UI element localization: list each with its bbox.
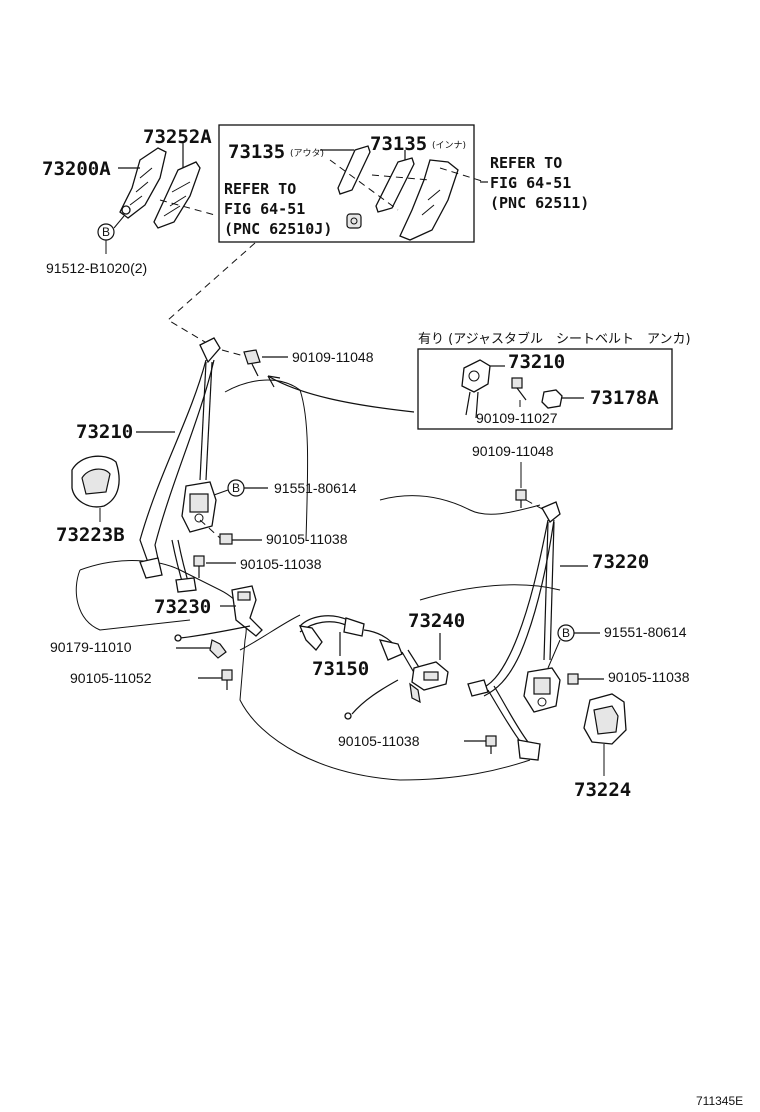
refer-left-line3: (PNC 62510J): [224, 220, 332, 238]
svg-text:B: B: [102, 225, 110, 239]
label-73135-inner: 73135: [370, 133, 427, 155]
seat-cushion-outline: [75, 560, 561, 781]
label-90105-b: 90105-11038: [240, 556, 322, 572]
label-90105-c: 90105-11038: [338, 733, 420, 749]
label-90105-a: 90105-11038: [266, 531, 348, 547]
part-73150-belt: [298, 615, 401, 653]
retractor-right: [523, 667, 561, 713]
part-73135-inner: [375, 150, 415, 213]
refer-left-line2: FIG 64-51: [224, 200, 305, 218]
svg-text:B: B: [562, 626, 570, 640]
refer-right-line1: REFER TO: [490, 154, 562, 172]
seat-back-outline: [224, 379, 541, 541]
label-73224: 73224: [574, 779, 631, 801]
part-73230-buckle: [231, 585, 263, 637]
label-90105-11052: 90105-11052: [70, 670, 152, 686]
label-73135-inner-sub: (インナ): [432, 140, 466, 151]
bolt-90109-right: [515, 489, 527, 508]
b-mark-91551-right: B: [557, 624, 575, 642]
part-73224-cover: [583, 693, 627, 745]
label-73135-outer: 73135: [228, 141, 285, 163]
part-73252A-cover: [153, 161, 201, 229]
refer-left-line1: REFER TO: [224, 180, 296, 198]
refer-right-line2: FIG 64-51: [490, 174, 571, 192]
label-73150: 73150: [312, 658, 369, 680]
nut-icon: [346, 213, 362, 229]
trim-panel: [399, 159, 459, 241]
part-73240-buckle: [344, 639, 449, 720]
part-73223B-cover: [71, 455, 120, 508]
bolt-90109-top: [243, 349, 261, 377]
label-91551-right: 91551-80614: [604, 624, 687, 640]
bolt-90105-11052: [221, 669, 233, 690]
part-73135-outer: [320, 145, 371, 195]
part-73210-belt-left: [139, 337, 221, 593]
diagram-code: 711345E: [696, 1094, 743, 1108]
svg-text:B: B: [232, 481, 240, 495]
label-90105-d: 90105-11038: [608, 669, 690, 685]
wire-90179: [174, 625, 251, 659]
label-91551-left: 91551-80614: [274, 480, 357, 496]
option-title: 有り (アジャスタブル シートベルト アンカ): [418, 331, 691, 347]
label-90179: 90179-11010: [50, 639, 132, 655]
label-90109-right: 90109-11048: [472, 443, 554, 459]
label-73252A: 73252A: [143, 126, 212, 148]
refer-right-line3: (PNC 62511): [490, 194, 589, 212]
option-box: [417, 348, 673, 430]
part-73200A-bracket: [119, 147, 167, 219]
label-73200A: 73200A: [42, 158, 111, 180]
label-73223B: 73223B: [56, 524, 125, 546]
b-mark-91512: B: [97, 223, 115, 241]
label-91512: 91512-B1020(2): [46, 260, 147, 276]
label-73210-option: 73210: [508, 351, 565, 373]
label-90109-top: 90109-11048: [292, 349, 374, 365]
bolt-90105-c: [485, 735, 497, 754]
label-90109-11027: 90109-11027: [476, 410, 558, 426]
bolt-90105-a: [219, 533, 262, 545]
retractor-left: [181, 481, 217, 533]
label-73210-left: 73210: [76, 421, 133, 443]
bolt-90105-b: [193, 555, 236, 578]
bolt-90105-d: [567, 673, 604, 685]
reference-box-top: [218, 124, 475, 243]
label-73240: 73240: [408, 610, 465, 632]
bolt-icon: [511, 377, 527, 401]
label-73135-outer-sub: (アウタ): [290, 148, 324, 159]
label-73220: 73220: [592, 551, 649, 573]
part-73210-adjuster: [461, 359, 491, 419]
label-73230: 73230: [154, 596, 211, 618]
part-73178A-cap: [541, 389, 563, 409]
b-mark-91551-left: B: [227, 479, 245, 497]
option-arrow: [267, 375, 415, 413]
label-73178A: 73178A: [590, 387, 659, 409]
part-73220-belt-right: [467, 501, 561, 761]
